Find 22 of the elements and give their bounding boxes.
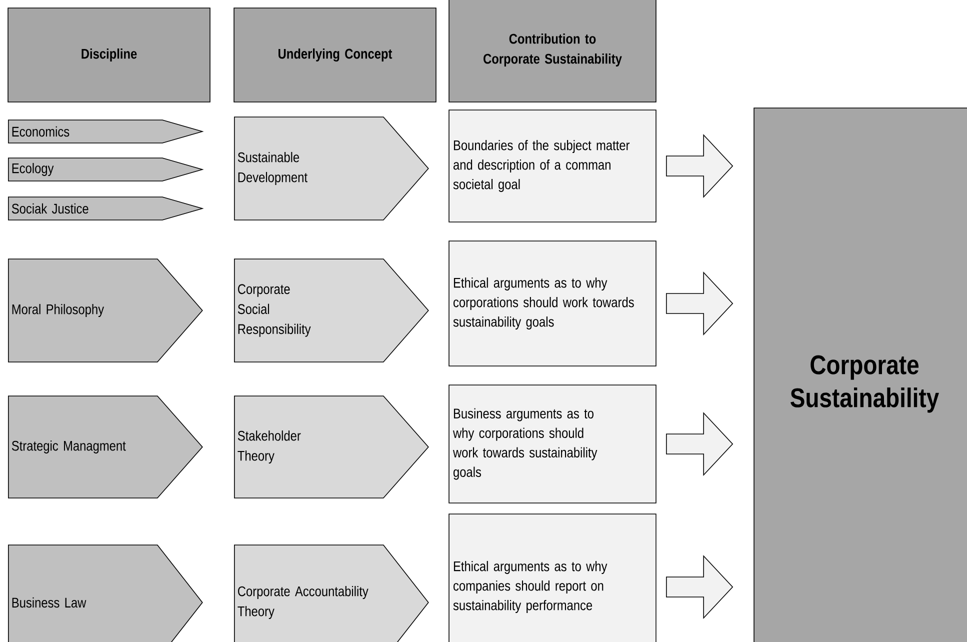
pentagon-box: Stakeholder Theory	[234, 396, 429, 498]
block-arrow	[666, 412, 734, 476]
result-box: Corporate Sustainability	[754, 108, 967, 642]
pentagon-box: Corporate Accountability Theory	[234, 544, 429, 642]
pentagon-box: Moral Philosophy	[8, 258, 203, 362]
text-box: Ethical arguments as to why corporations should work towards sustainability goals	[448, 240, 656, 366]
pentagon-tab: Sociak Justice	[8, 196, 204, 220]
block-arrow	[666, 554, 734, 619]
pentagon-tab: Ecology	[8, 158, 204, 182]
text-box: Ethical arguments as to why companies should report on sustainability performance	[448, 514, 656, 642]
pentagon-box: Strategic Managment	[8, 396, 203, 498]
block-arrow	[666, 271, 734, 336]
text-box: Business arguments as to why corporations should work towards sustainability goals	[448, 384, 656, 504]
pentagon-box: Business Law	[8, 544, 203, 642]
pentagon-box: Corporate Social Responsibility	[234, 258, 429, 362]
block-arrow	[666, 134, 734, 198]
header-box: Discipline	[8, 8, 210, 102]
pentagon-box: Sustainable Development	[234, 116, 429, 220]
header-box: Contribution to Corporate Sustainability	[448, 0, 656, 102]
header-box: Underlying Concept	[234, 8, 436, 102]
pentagon-tab: Economics	[8, 120, 204, 144]
text-box: Boundaries of the subject matter and description of a comman societal goal	[448, 110, 656, 222]
